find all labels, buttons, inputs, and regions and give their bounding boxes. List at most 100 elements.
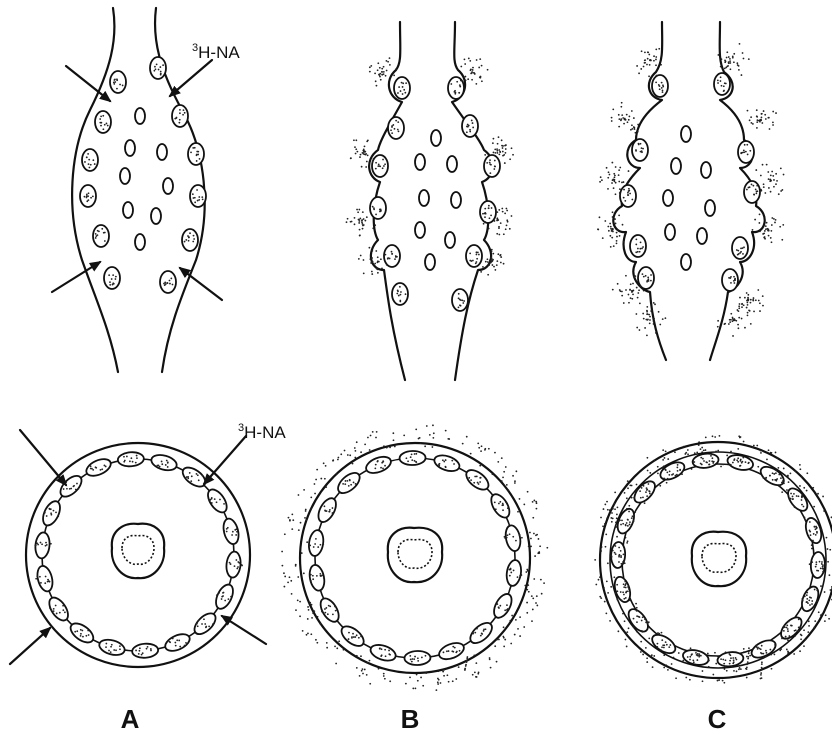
tracer-dot (460, 66, 462, 68)
tracer-dot (771, 217, 773, 219)
nucleus-stipple (482, 213, 484, 215)
tracer-dot (768, 117, 770, 119)
tracer-dot (625, 275, 627, 277)
tracer-dot (653, 655, 655, 657)
nucleus-stipple (377, 460, 379, 462)
tracer-dot (790, 493, 792, 495)
tracer-dot (524, 585, 526, 587)
tracer-dot (741, 318, 743, 320)
tracer-dot (494, 220, 496, 222)
tracer-dot (369, 683, 371, 685)
tracer-dot (739, 667, 741, 669)
nucleus-stipple (87, 199, 89, 201)
tracer-dot (389, 57, 391, 59)
tracer-dot (528, 545, 530, 547)
tracer-dot (536, 605, 538, 607)
tracer-dot (607, 562, 609, 564)
nucleus-stipple (755, 189, 757, 191)
nucleus-stipple (49, 581, 51, 583)
tracer-dot (616, 536, 618, 538)
tracer-dot (503, 154, 505, 156)
tracer-dot (765, 225, 767, 227)
tracer-dot (771, 241, 773, 243)
tracer-dot (768, 449, 770, 451)
tracer-dot (677, 464, 679, 466)
nucleus-stipple (194, 147, 196, 149)
tracer-dot (517, 511, 519, 513)
nucleus-stipple (382, 167, 384, 169)
tracer-dot (666, 482, 668, 484)
nucleus-stipple (198, 479, 200, 481)
tracer-dot (498, 154, 500, 156)
nucleus-stipple (506, 604, 508, 606)
nucleus-stipple (53, 510, 55, 512)
nucleus (307, 529, 325, 557)
tracer-dot (496, 639, 498, 641)
tracer-dot (705, 436, 707, 438)
tracer-dot (598, 579, 600, 581)
tracer-dot (662, 467, 664, 469)
tracer-dot (761, 667, 763, 669)
nucleus-stipple (677, 470, 679, 472)
nucleus-stipple (454, 647, 456, 649)
tracer-dot (608, 171, 610, 173)
nucleus-stipple (102, 115, 104, 117)
tracer-dot (354, 217, 356, 219)
nucleus-stipple (494, 501, 496, 503)
nucleus-stipple (743, 150, 745, 152)
nucleus-stipple (820, 567, 822, 569)
tracer-dot (753, 311, 755, 313)
nucleus-stipple (501, 504, 503, 506)
nucleus-stipple (317, 546, 319, 548)
tracer-dot (723, 663, 725, 665)
tracer-dot (794, 635, 796, 637)
tracer-dot (470, 69, 472, 71)
nucleus (658, 459, 688, 483)
tracer-dot (289, 576, 291, 578)
nucleus-stipple (460, 299, 462, 301)
tracer-dot (505, 208, 507, 210)
nucleus-stipple (472, 122, 474, 124)
tracer-dot (655, 75, 657, 77)
tracer-dot (494, 269, 496, 271)
nucleus (117, 451, 144, 467)
nucleus-stipple (379, 165, 381, 167)
tracer-dot (291, 513, 293, 515)
nucleus-stipple (658, 84, 660, 86)
tracer-dot (611, 120, 613, 122)
nucleus-stipple (448, 650, 450, 652)
nucleus-stipple (104, 465, 106, 467)
tracer-dot (515, 619, 517, 621)
nucleus-stipple (312, 578, 314, 580)
nucleus-stipple (505, 501, 507, 503)
tracer-dot (364, 669, 366, 671)
nucleus-stipple (466, 126, 468, 128)
nucleus-stipple (161, 461, 163, 463)
nucleus-stipple (129, 460, 131, 462)
nucleus-stipple (324, 612, 326, 614)
tracer-dot (725, 666, 727, 668)
nucleus-stipple (513, 570, 515, 572)
tracer-dot (403, 434, 405, 436)
tracer-dot (378, 261, 380, 263)
tracer-dot (519, 616, 521, 618)
tracer-dot (700, 448, 702, 450)
nucleus-stipple (197, 200, 199, 202)
tracer-dot (503, 646, 505, 648)
tracer-dot (514, 482, 516, 484)
tracer-dot (519, 635, 521, 637)
nucleus-stipple (115, 278, 117, 280)
tracer-dot (634, 511, 636, 513)
tracer-dot (763, 186, 765, 188)
tracer-dot (747, 297, 749, 299)
nucleus-stipple (216, 594, 218, 596)
tracer-dot (655, 64, 657, 66)
tracer-dot (481, 65, 483, 67)
tracer-dot (381, 68, 383, 70)
tracer-dot (612, 550, 614, 552)
nucleus (705, 200, 715, 216)
tracer-dot (646, 457, 648, 459)
tracer-dot (641, 630, 643, 632)
tracer-dot (661, 632, 663, 634)
nucleus-stipple (309, 545, 311, 547)
